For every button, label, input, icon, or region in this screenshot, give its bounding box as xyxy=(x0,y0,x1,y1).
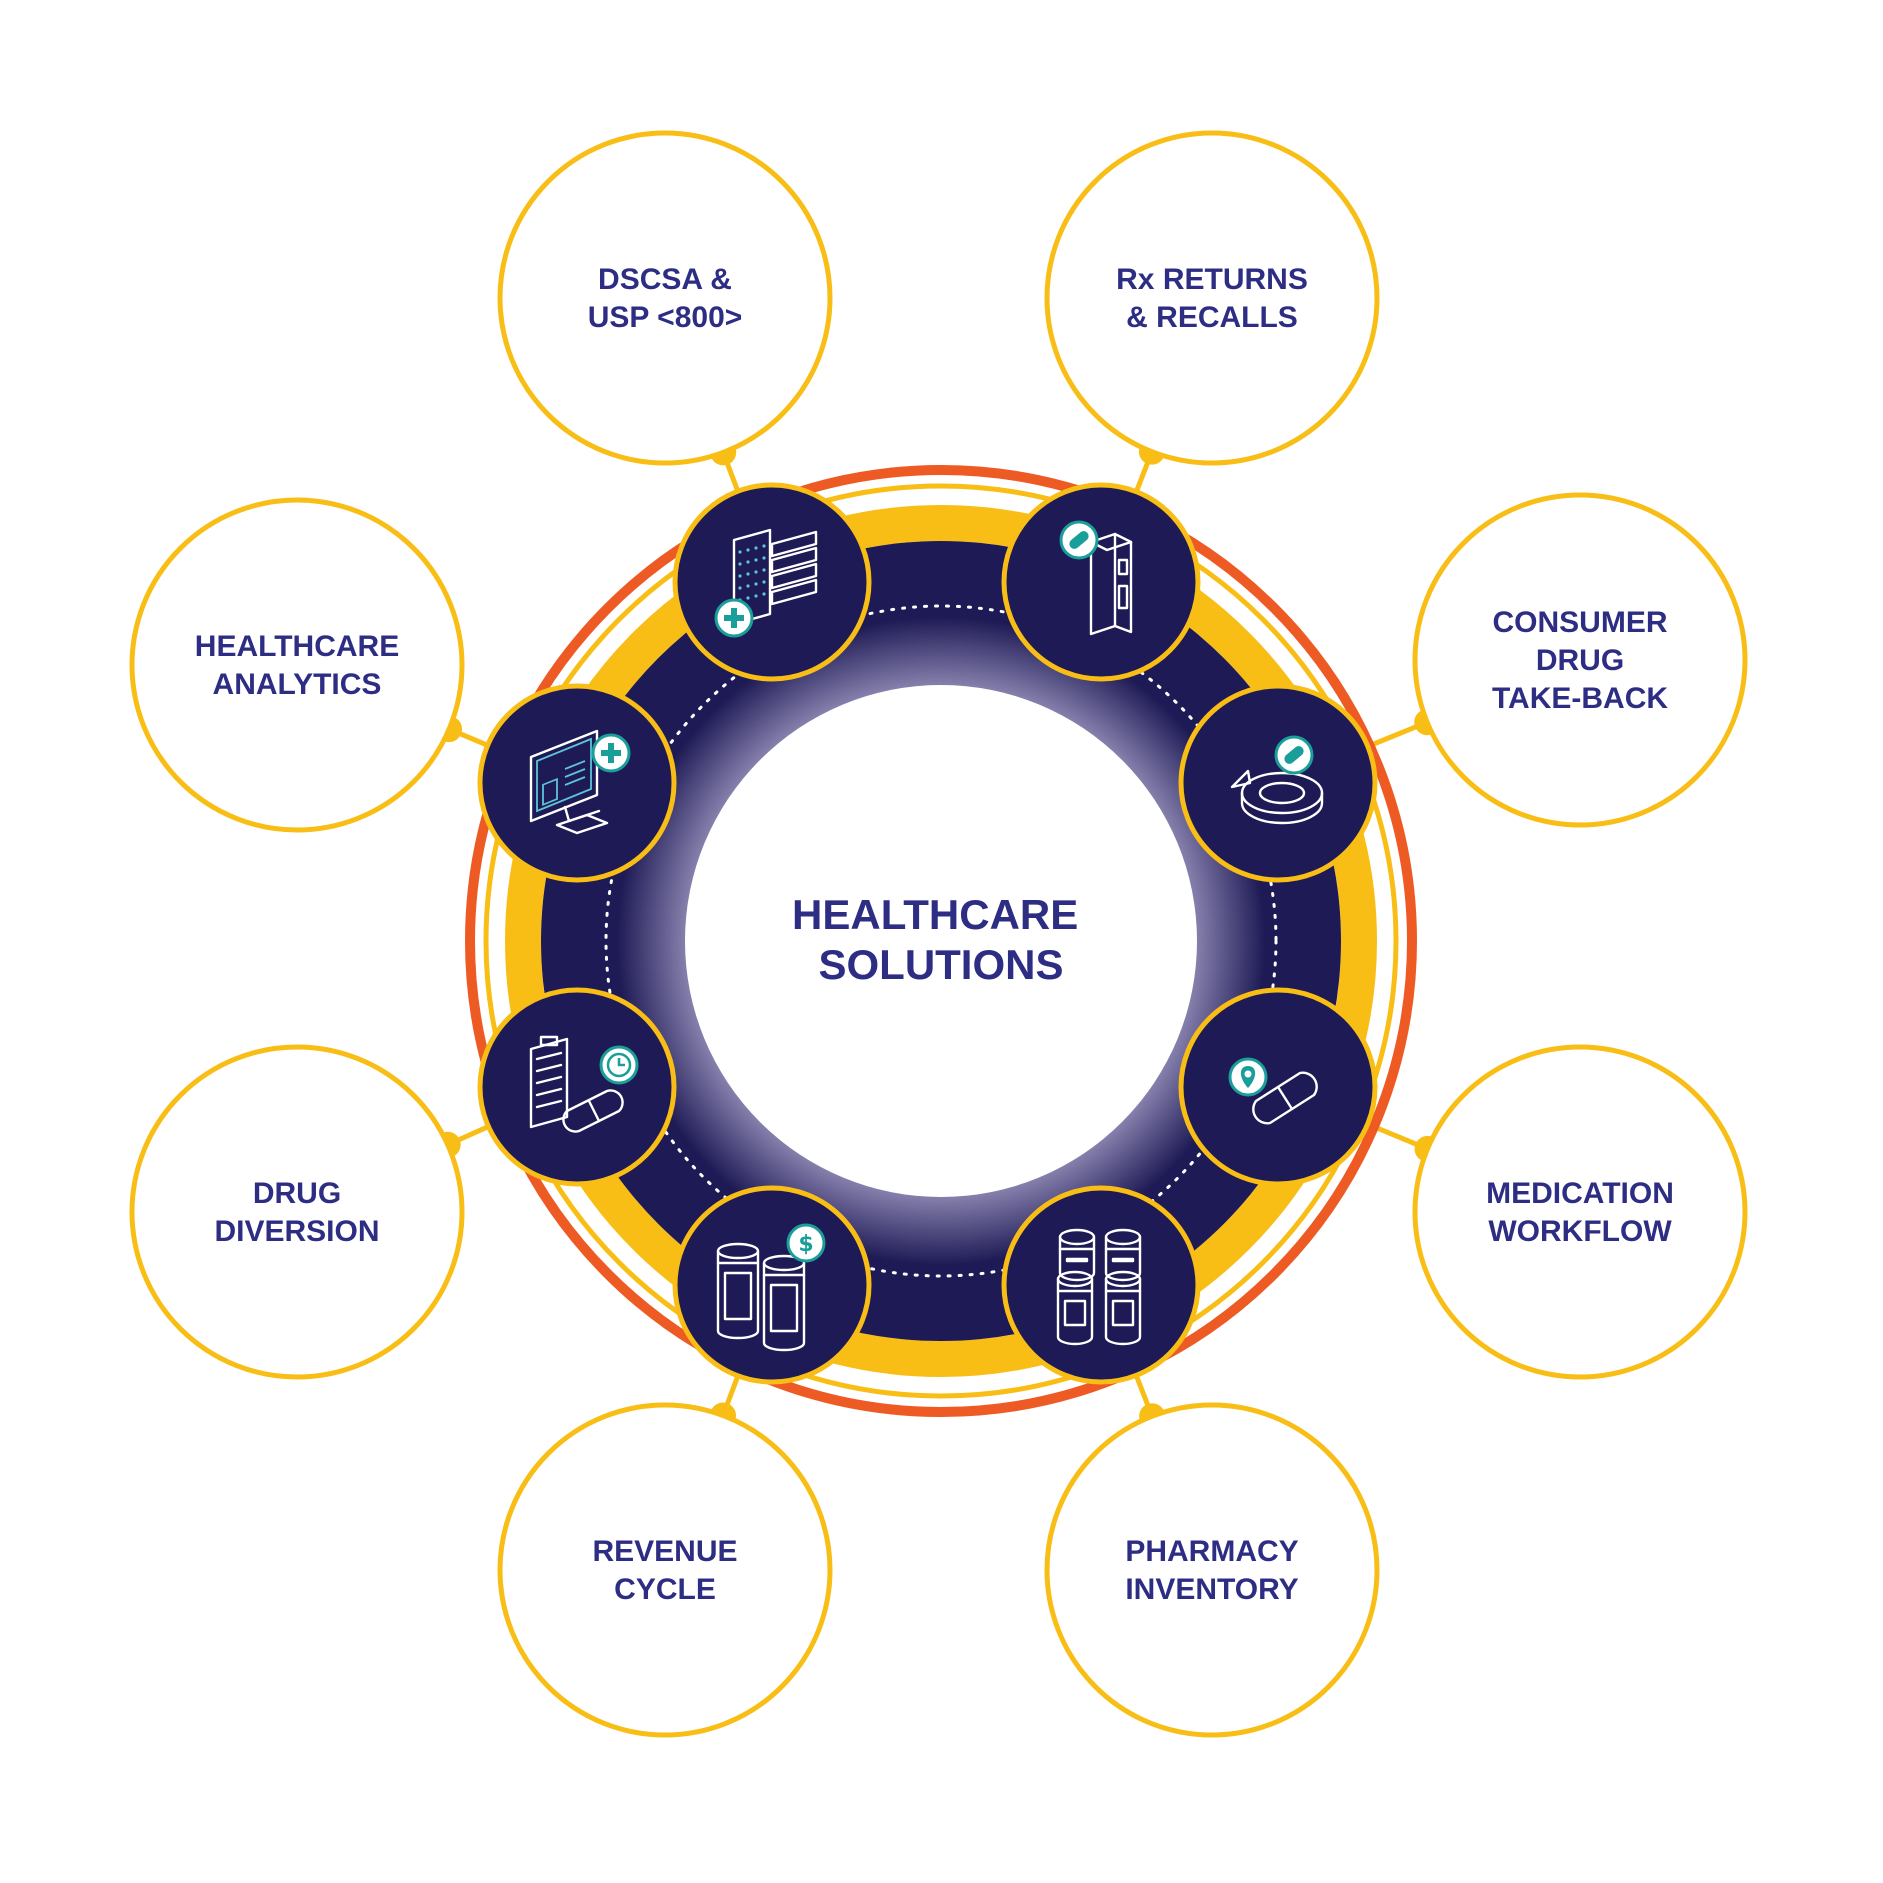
node-label-line: MEDICATION xyxy=(1486,1177,1674,1210)
node-label-line: Rx RETURNS xyxy=(1116,263,1308,296)
node-label-medication-workflow: MEDICATION WORKFLOW xyxy=(1486,1177,1674,1248)
icon-node-circle xyxy=(1001,1185,1201,1385)
dotted-ring xyxy=(604,604,1278,1278)
icon-node-take-back[interactable] xyxy=(1178,683,1378,883)
node-label-line: ANALYTICS xyxy=(213,668,382,701)
center-title-line-2: SOLUTIONS xyxy=(818,941,1063,988)
node-label-line: USP <800> xyxy=(588,301,743,334)
svg-text:$: $ xyxy=(798,1232,813,1257)
icon-node-drug-diversion[interactable] xyxy=(477,987,677,1187)
node-circle-pharmacy-inventory xyxy=(1044,1402,1380,1738)
icon-nodes: $ xyxy=(477,482,1378,1385)
node-label-line: REVENUE xyxy=(592,1535,737,1568)
node-rx-returns[interactable]: Rx RETURNS & RECALLS xyxy=(1044,130,1380,466)
icon-node-medication-workflow[interactable] xyxy=(1178,987,1378,1187)
icon-node-circle xyxy=(477,683,677,883)
node-circle-revenue-cycle xyxy=(497,1402,833,1738)
node-label-line: CONSUMER xyxy=(1492,606,1667,639)
node-circle-dscsa xyxy=(497,130,833,466)
node-label-rx-returns: Rx RETURNS & RECALLS xyxy=(1116,263,1308,334)
monitor-plus-icon xyxy=(529,729,631,835)
node-label-line: DRUG xyxy=(253,1177,341,1210)
node-circle-drug-diversion xyxy=(129,1044,465,1380)
node-circle-take-back xyxy=(1412,492,1748,828)
node-label-line: INVENTORY xyxy=(1125,1573,1298,1606)
node-circle-medication-workflow xyxy=(1412,1044,1748,1380)
clipboard-clock-icon xyxy=(529,1035,639,1133)
node-label-drug-diversion: DRUG DIVERSION xyxy=(214,1177,379,1248)
center-title-line-1: HEALTHCARE xyxy=(792,891,1078,938)
node-label-line: DIVERSION xyxy=(214,1215,379,1248)
node-dscsa[interactable]: DSCSA & USP <800> xyxy=(497,130,833,466)
return-arrow-icon xyxy=(1230,735,1324,825)
outer-orange-ring xyxy=(465,465,1417,1417)
pill-location-icon xyxy=(1228,1057,1318,1125)
node-label-line: TAKE-BACK xyxy=(1492,682,1668,715)
bottles-dollar-icon: $ xyxy=(716,1223,826,1352)
center-title: HEALTHCARE SOLUTIONS xyxy=(792,891,1090,988)
node-analytics[interactable]: HEALTHCARE ANALYTICS xyxy=(129,497,465,833)
icon-node-analytics[interactable] xyxy=(477,683,677,883)
node-take-back[interactable]: CONSUMER DRUG TAKE-BACK xyxy=(1412,492,1748,828)
node-label-line: CYCLE xyxy=(614,1573,716,1606)
node-pharmacy-inventory[interactable]: PHARMACY INVENTORY xyxy=(1044,1402,1380,1738)
icon-node-circle xyxy=(1001,482,1201,682)
node-label-dscsa: DSCSA & USP <800> xyxy=(588,263,743,334)
node-circle-analytics xyxy=(129,497,465,833)
node-label-line: HEALTHCARE xyxy=(195,630,399,663)
node-label-line: PHARMACY xyxy=(1125,1535,1298,1568)
icon-node-circle xyxy=(477,987,677,1187)
node-label-line: DRUG xyxy=(1536,644,1624,677)
central-ring xyxy=(465,465,1417,1417)
icon-node-pharmacy-inventory[interactable] xyxy=(1001,1185,1201,1385)
node-circle-rx-returns xyxy=(1044,130,1380,466)
document-stack-icon xyxy=(714,528,818,638)
node-label-line: & RECALLS xyxy=(1126,301,1298,334)
node-label-analytics: HEALTHCARE ANALYTICS xyxy=(195,630,399,701)
pill-cabinet-icon xyxy=(1059,520,1133,636)
thin-yellow-ring xyxy=(483,483,1399,1399)
node-medication-workflow[interactable]: MEDICATION WORKFLOW xyxy=(1412,1044,1748,1380)
outer-nodes: DSCSA & USP <800> Rx RETURNS & RECALLS CONSU… xyxy=(129,130,1748,1738)
node-label-revenue-cycle: REVENUE CYCLE xyxy=(592,1535,737,1606)
icon-node-revenue-cycle[interactable]: $ xyxy=(672,1185,872,1385)
node-label-line: WORKFLOW xyxy=(1488,1215,1672,1248)
node-label-line: DSCSA & xyxy=(598,263,732,296)
node-revenue-cycle[interactable]: REVENUE CYCLE xyxy=(497,1402,833,1738)
icon-node-rx-returns[interactable] xyxy=(1001,482,1201,682)
thick-yellow-ring xyxy=(505,505,1377,1377)
node-drug-diversion[interactable]: DRUG DIVERSION xyxy=(129,1044,465,1380)
center-disc xyxy=(685,685,1197,1197)
pill-bottles-icon xyxy=(1056,1228,1142,1346)
node-label-pharmacy-inventory: PHARMACY INVENTORY xyxy=(1125,1535,1298,1606)
node-label-take-back: CONSUMER DRUG TAKE-BACK xyxy=(1492,606,1668,715)
icon-node-dscsa[interactable] xyxy=(672,482,872,682)
